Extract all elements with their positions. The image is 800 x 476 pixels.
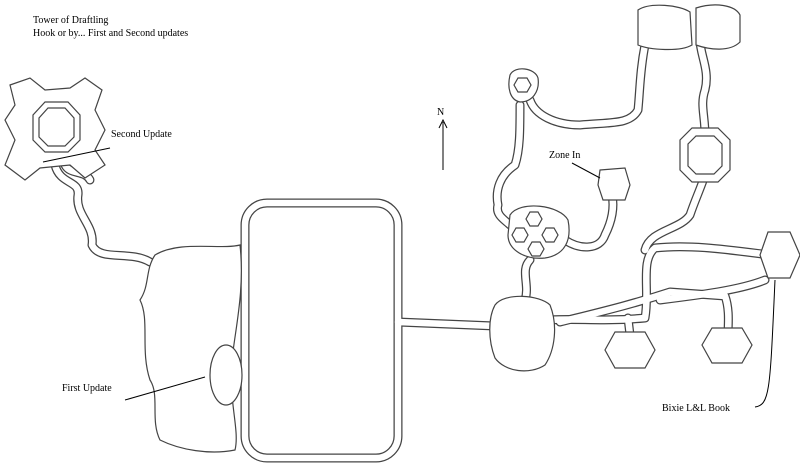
map-title: Tower of Draftling <box>33 15 109 26</box>
label-first-update: First Update <box>62 383 112 394</box>
hex-room-low-2 <box>701 327 753 364</box>
zone-in-room <box>597 167 631 201</box>
label-zone-in: Zone In <box>549 150 581 161</box>
label-bixie-book: Bixie L&L Book <box>662 403 730 414</box>
top-room <box>637 4 693 51</box>
label-second-update: Second Update <box>111 129 172 140</box>
leader-lines <box>42 118 776 408</box>
hex-room-right <box>759 231 800 279</box>
north-label: N <box>437 107 445 118</box>
left-cave <box>139 244 242 453</box>
four-hex-room <box>507 205 570 259</box>
center-cave <box>489 295 556 372</box>
hex-room-low-1 <box>604 331 656 369</box>
map-subtitle: Hook or by... First and Second updates <box>33 28 189 39</box>
north-arrow <box>438 118 448 170</box>
